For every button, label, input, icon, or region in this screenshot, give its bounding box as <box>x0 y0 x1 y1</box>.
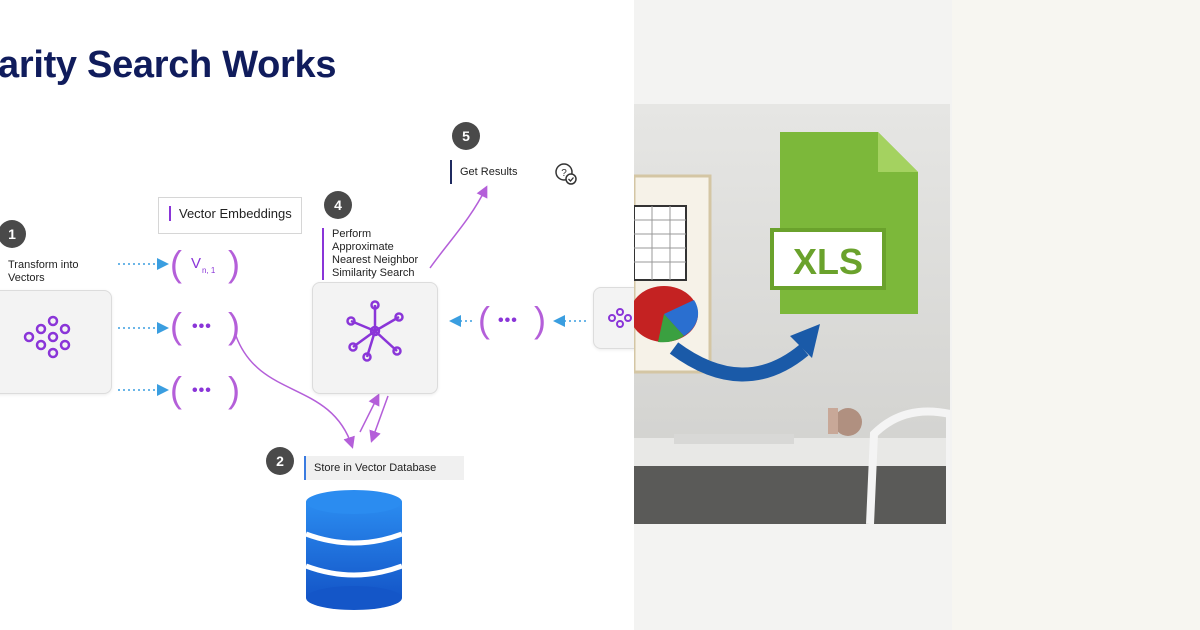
vector-embeddings-box: Vector Embeddings <box>158 197 302 234</box>
vector-dots: ••• <box>192 382 212 399</box>
xls-illustration-panel: XLS <box>634 0 952 630</box>
bracket-left: ( <box>170 243 182 284</box>
xls-scene: XLS <box>634 104 950 524</box>
bracket-right: ) <box>228 369 240 410</box>
step-1-label: Transform into Vectors <box>8 259 79 284</box>
bracket-left: ( <box>170 305 182 346</box>
vector-embeddings-label: Vector Embeddings <box>169 206 292 221</box>
bracket-right: ) <box>228 305 240 346</box>
arrow-vector-to-db <box>235 335 355 449</box>
diagram-connectors <box>118 185 586 449</box>
network-icon <box>346 300 404 362</box>
bracket-left: ( <box>170 369 182 410</box>
arrow-db-to-search <box>359 393 380 433</box>
vector-dots: ••• <box>498 312 518 329</box>
step-2-label-box: Store in Vector Database <box>304 456 464 480</box>
transform-card <box>0 290 112 394</box>
blank-panel <box>952 0 1200 630</box>
step-1-badge: 1 <box>0 220 26 248</box>
vector-subscript: n, 1 <box>202 266 216 275</box>
step-2-badge: 2 <box>266 447 294 475</box>
step-4-label: Perform Approximate Nearest Neighbor Sim… <box>322 228 418 280</box>
query-input-card <box>593 287 634 349</box>
neural-net-icon <box>23 315 71 359</box>
step-5-badge: 5 <box>452 122 480 150</box>
similarity-search-diagram: arity Search Works 1 Transform into Vect… <box>0 0 634 630</box>
step-4-badge: 4 <box>324 191 352 219</box>
bracket-right: ) <box>534 299 546 340</box>
bracket-right: ) <box>228 243 240 284</box>
svg-text:?: ? <box>561 168 567 179</box>
vector-dots: ••• <box>192 318 212 335</box>
neural-net-icon <box>608 308 632 328</box>
database-icon <box>305 490 403 610</box>
question-check-icon: ? <box>555 163 577 185</box>
arrow-search-to-db <box>369 395 389 443</box>
xls-label: XLS <box>793 241 863 282</box>
step-5-label: Get Results <box>450 160 517 184</box>
arrow-search-to-results <box>429 185 488 269</box>
vector-symbol: V <box>191 255 202 272</box>
step-2-label: Store in Vector Database <box>304 456 436 480</box>
bracket-left: ( <box>478 299 490 340</box>
xls-photo: XLS <box>634 104 950 524</box>
diagram-title: arity Search Works <box>0 44 337 86</box>
search-card <box>312 282 438 394</box>
